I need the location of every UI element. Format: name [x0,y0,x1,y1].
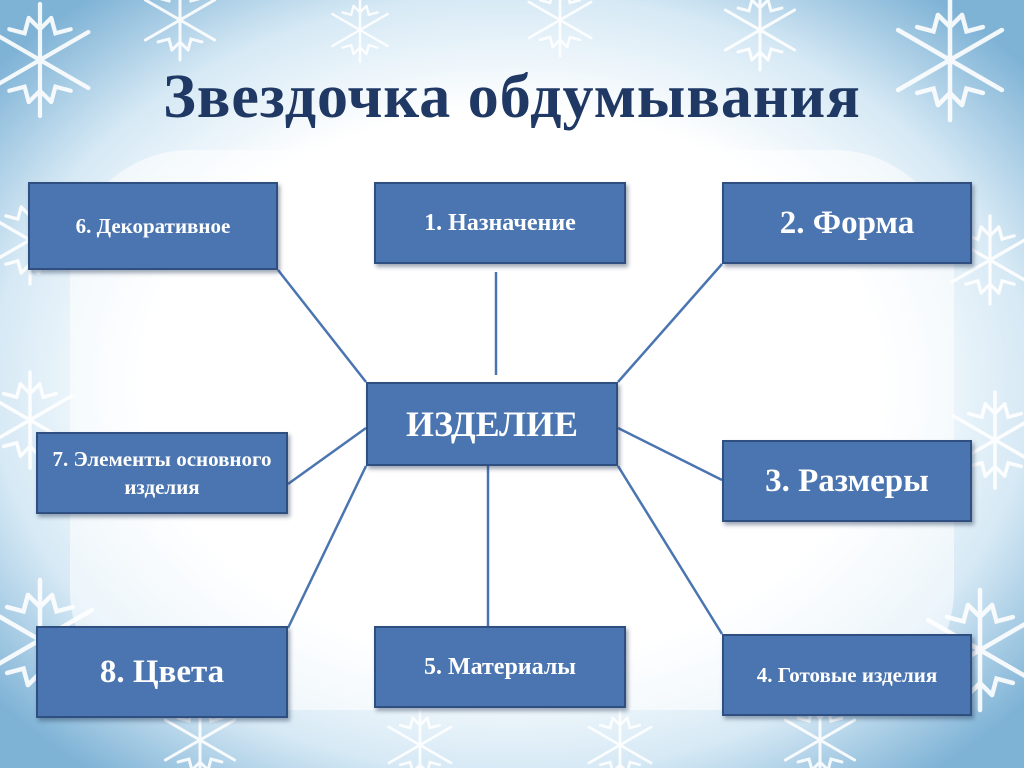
node-4-label: 4. Готовые изделия [756,662,938,687]
node-4-ready-products: 4. Готовые изделия [722,634,972,716]
node-3-sizes: 3. Размеры [722,440,972,522]
node-7-base-elements: 7. Элементы основного изделия [36,432,288,514]
node-1-purpose: 1. Назначение [374,182,626,264]
node-2-shape: 2. Форма [722,182,972,264]
node-8-label: 8. Цвета [99,653,225,690]
node-6-decorative: 6. Декоративное [28,182,278,270]
node-8-colors: 8. Цвета [36,626,288,718]
node-7-label: 7. Элементы основного изделия [52,446,272,499]
connector-to-n7 [287,426,367,486]
node-1-label: 1. Назначение [424,209,576,236]
node-2-label: 2. Форма [779,204,915,241]
connector-to-n2 [617,263,723,383]
node-5-label: 5. Материалы [423,653,577,680]
node-5-materials: 5. Материалы [374,626,626,708]
center-node-izdelie: ИЗДЕЛИЕ [366,382,618,466]
connector-to-n4 [616,465,724,635]
node-6-label: 6. Декоративное [75,213,231,238]
connector-to-n8 [286,465,368,629]
connector-to-n3 [617,426,723,482]
node-3-label: 3. Размеры [765,462,929,499]
connector-to-n6 [277,269,367,383]
slide-title: Звездочка обдумывания [163,63,861,131]
center-node-label: ИЗДЕЛИЕ [406,403,578,444]
